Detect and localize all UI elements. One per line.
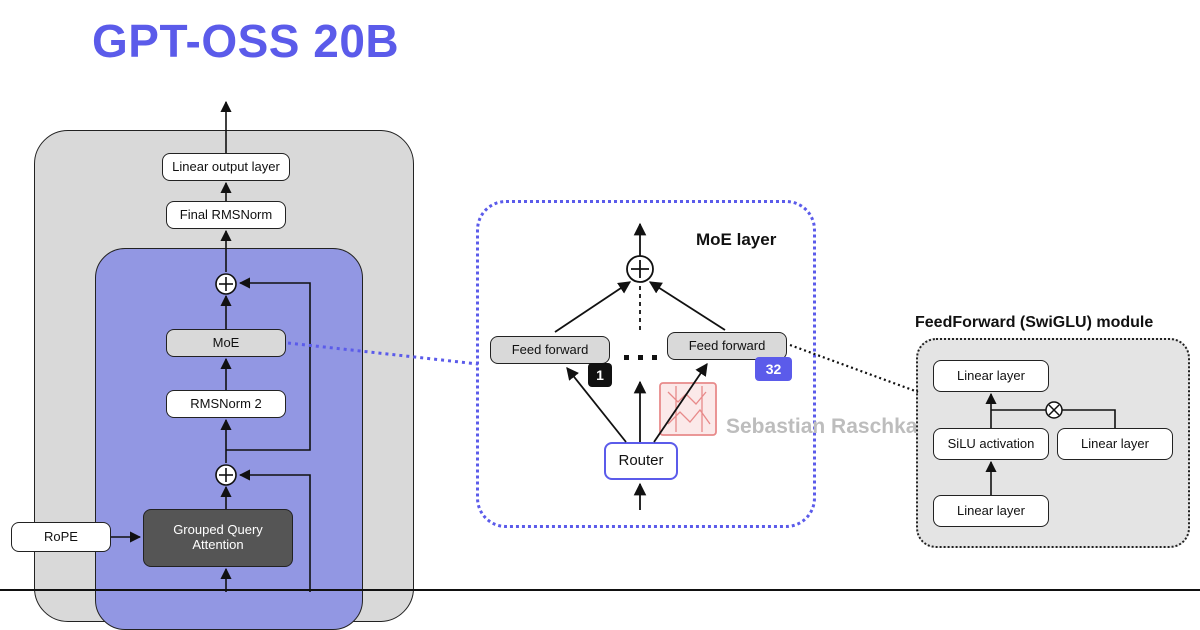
expert-1-badge: 1 (588, 363, 612, 387)
page-title: GPT-OSS 20B (92, 15, 400, 67)
router-box[interactable]: Router (604, 442, 678, 480)
ff-linear-bottom-box[interactable]: Linear layer (933, 495, 1049, 527)
moe-box[interactable]: MoE (166, 329, 286, 357)
multiply-icon (1045, 401, 1063, 419)
residual-add-icon (215, 273, 237, 295)
grouped-query-attention-box[interactable]: Grouped Query Attention (143, 509, 293, 567)
silu-activation-box[interactable]: SiLU activation (933, 428, 1049, 460)
moe-sum-icon (626, 255, 654, 283)
ff-linear-top-box[interactable]: Linear layer (933, 360, 1049, 392)
rmsnorm2-box[interactable]: RMSNorm 2 (166, 390, 286, 418)
linear-output-layer-box[interactable]: Linear output layer (162, 153, 290, 181)
ff-module-title: FeedForward (SwiGLU) module (915, 314, 1154, 331)
watermark-text: Sebastian Raschka (726, 415, 918, 438)
rope-box[interactable]: RoPE (11, 522, 111, 552)
feed-forward-expert-1-box[interactable]: Feed forward (490, 336, 610, 364)
final-rmsnorm-box[interactable]: Final RMSNorm (166, 201, 286, 229)
ellipsis-icon (624, 355, 657, 360)
ff-linear-right-box[interactable]: Linear layer (1057, 428, 1173, 460)
feed-forward-expert-32-box[interactable]: Feed forward (667, 332, 787, 360)
residual-add-icon (215, 464, 237, 486)
expert-32-badge: 32 (755, 357, 792, 381)
diagram-connectors (0, 100, 1200, 592)
moe-layer-title: MoE layer (696, 230, 777, 249)
